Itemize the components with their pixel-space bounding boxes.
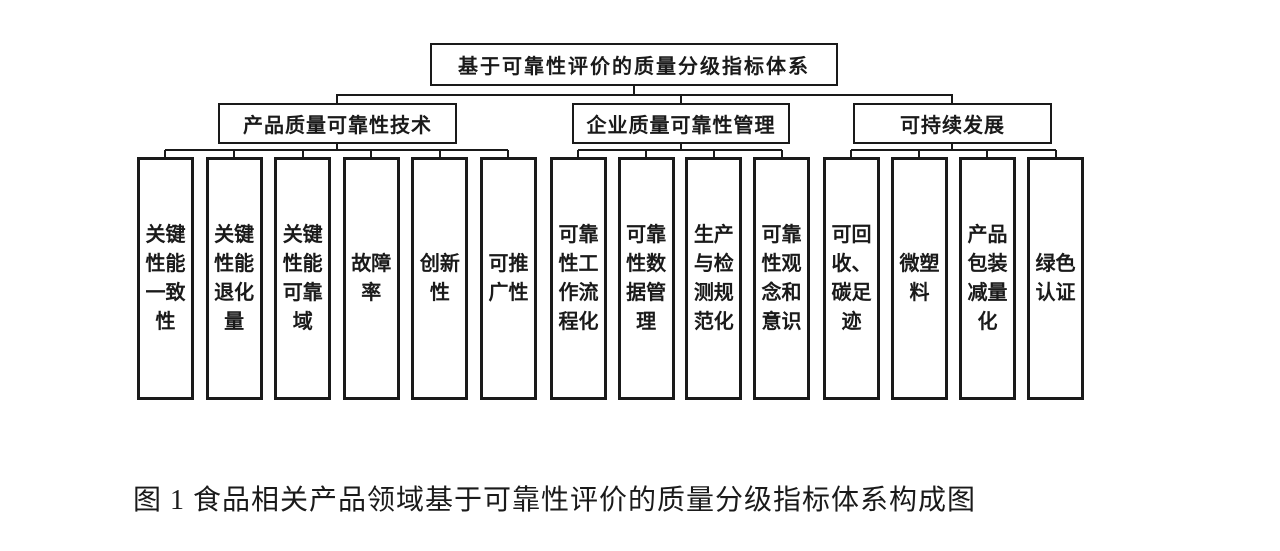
leaf-node-recyclable-carbon-footprint: 可回收、碳足迹 — [823, 157, 880, 400]
leaf-node-reliability-workflow: 可靠性工作流程化 — [550, 157, 607, 400]
leaf-node-generalizability: 可推广性 — [479, 157, 537, 400]
leaf-group-sustainable-development: 可回收、碳足迹 微塑料 产品包装减量化 绿色认证 — [823, 157, 1084, 400]
leaf-node-reliability-awareness: 可靠性观念和意识 — [752, 157, 810, 400]
branch-node-product-quality-reliability-tech: 产品质量可靠性技术 — [218, 103, 457, 144]
leaf-node-key-performance-consistency: 关键性能一致性 — [137, 157, 194, 400]
leaf-node-microplastics: 微塑料 — [891, 157, 948, 400]
branch-node-sustainable-development: 可持续发展 — [853, 103, 1052, 144]
leaf-group-enterprise-quality-reliability-mgmt: 可靠性工作流程化 可靠性数据管理 生产与检测规范化 可靠性观念和意识 — [550, 157, 810, 400]
leaf-node-green-certification: 绿色认证 — [1027, 157, 1084, 400]
leaf-group-product-quality-reliability-tech: 关键性能一致性 关键性能退化量 关键性能可靠域 故障率 创新性 可推广性 — [137, 157, 537, 400]
figure-caption: 图 1 食品相关产品领域基于可靠性评价的质量分级指标体系构成图 — [133, 485, 977, 516]
leaf-node-production-inspection-standardization: 生产与检测规范化 — [685, 157, 743, 400]
leaf-node-key-performance-reliability-domain: 关键性能可靠域 — [274, 157, 332, 400]
leaf-node-reliability-data-management: 可靠性数据管理 — [617, 157, 675, 400]
leaf-node-innovativeness: 创新性 — [411, 157, 469, 400]
leaf-node-failure-rate: 故障率 — [342, 157, 400, 400]
leaf-node-key-performance-degradation: 关键性能退化量 — [205, 157, 263, 400]
branch-node-enterprise-quality-reliability-mgmt: 企业质量可靠性管理 — [572, 103, 790, 144]
root-node: 基于可靠性评价的质量分级指标体系 — [430, 43, 838, 86]
leaf-node-packaging-reduction: 产品包装减量化 — [959, 157, 1016, 400]
